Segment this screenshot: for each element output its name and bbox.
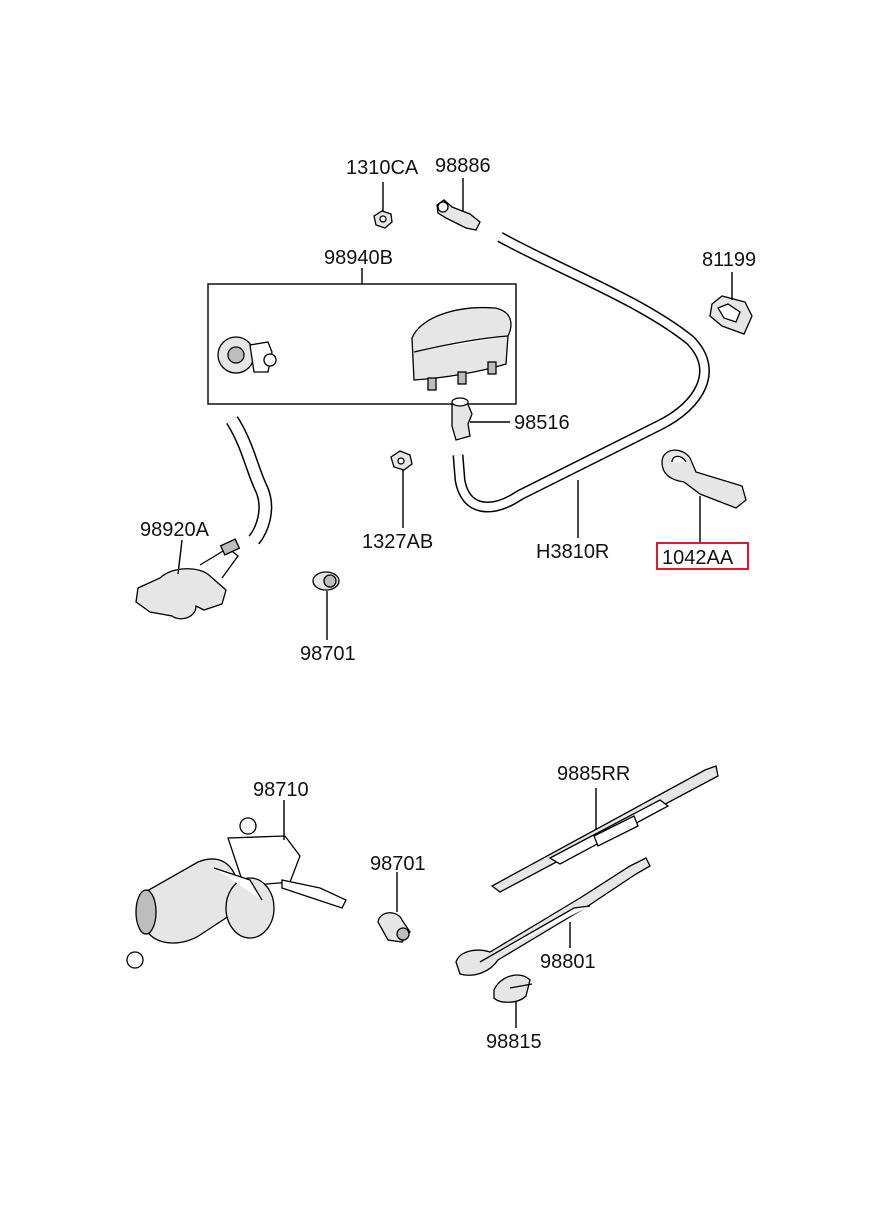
highlight-box-1042AA [656, 542, 749, 570]
part-9885RR-wiper-blade[interactable] [490, 765, 719, 893]
label-98701-lower: 98701 [370, 853, 426, 875]
part-98701-grommet-lower[interactable] [377, 872, 411, 943]
part-98710-wiper-motor[interactable] [126, 800, 347, 969]
label-98920A: 98920A [140, 519, 210, 541]
label-98815: 98815 [486, 1031, 542, 1053]
label-98940B: 98940B [324, 247, 393, 269]
part-81199-clip[interactable] [709, 272, 753, 335]
label-98710: 98710 [253, 779, 309, 801]
part-98815-cap[interactable] [493, 974, 533, 1028]
part-98701-grommet-upper[interactable] [312, 571, 340, 640]
label-98886: 98886 [435, 155, 491, 177]
label-9885RR: 9885RR [557, 763, 630, 785]
label-1327AB: 1327AB [362, 531, 433, 553]
part-1042AA-clip[interactable] [661, 449, 747, 543]
label-98516: 98516 [514, 412, 570, 434]
part-98940B-pump-assembly[interactable] [207, 268, 517, 405]
label-1310CA: 1310CA [346, 157, 419, 179]
label-H3810R: H3810R [536, 541, 609, 563]
label-81199: 81199 [702, 249, 756, 271]
part-washer-hose-short [226, 416, 273, 545]
label-98701-upper: 98701 [300, 643, 356, 665]
part-H3810R-hose[interactable] [452, 232, 710, 538]
part-98801-wiper-arm[interactable] [455, 857, 651, 976]
label-98801: 98801 [540, 951, 596, 973]
part-1310CA-nut[interactable] [373, 182, 393, 229]
part-98920A-washer-pump[interactable] [135, 538, 241, 620]
part-98886-connector[interactable] [436, 178, 481, 231]
part-98516-connector[interactable] [451, 397, 510, 441]
label-1042AA: 1042AA [662, 547, 734, 569]
part-1327AB-nut[interactable] [390, 450, 413, 528]
